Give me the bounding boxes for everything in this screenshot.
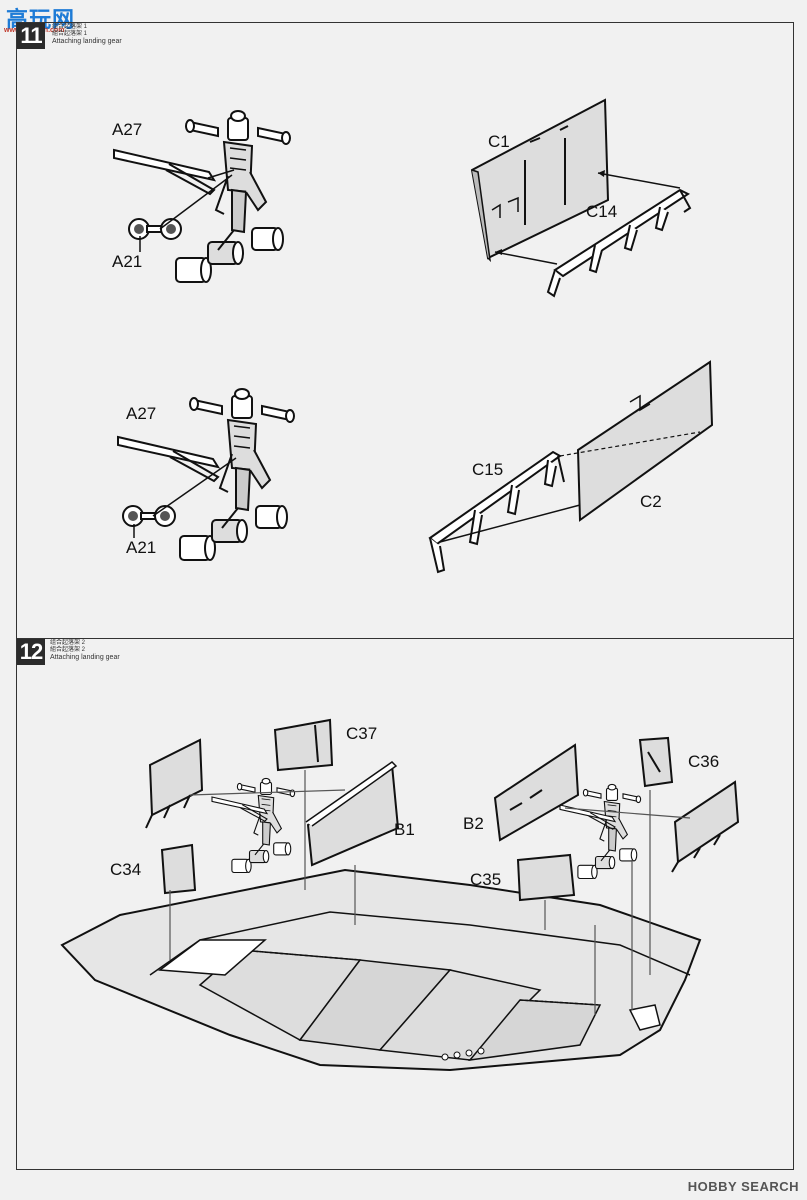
fuselage-belly — [60, 868, 702, 1072]
page-frame — [16, 22, 794, 1170]
label-c2: C2 — [640, 492, 662, 511]
part-c1-c14 — [470, 98, 692, 298]
label-b1: B1 — [394, 820, 415, 839]
label-a21-mid: A21 — [126, 538, 157, 557]
label-a27-top: A27 — [112, 120, 143, 139]
step-divider — [16, 638, 794, 639]
label-a27-mid: A27 — [126, 404, 157, 423]
step-11-number: 11 — [17, 23, 45, 49]
label-c36: C36 — [688, 752, 720, 771]
step-11-caption: 组合起落架 1 組合起落架 1 Attaching landing gear — [52, 24, 122, 45]
step-11-cn1: 组合起落架 1 — [52, 24, 88, 30]
label-c15: C15 — [472, 460, 504, 479]
label-c37: C37 — [346, 724, 378, 743]
hobby-search-watermark: HOBBY SEARCH — [687, 1179, 799, 1194]
gear-assembly-top — [113, 110, 291, 283]
label-b2: B2 — [463, 814, 484, 833]
step-11-en: Attaching landing gear — [52, 38, 122, 45]
step-12-en: Attaching landing gear — [50, 654, 120, 661]
label-c1: C1 — [488, 132, 510, 151]
gear-assembly-right-12 — [493, 736, 740, 1015]
label-c34: C34 — [110, 860, 142, 879]
step-12-caption: 组合起落架 2 組合起落架 2 Attaching landing gear — [50, 640, 120, 661]
label-c35: C35 — [470, 870, 502, 889]
step-12-cn1: 组合起落架 2 — [50, 640, 86, 646]
part-c2-c15 — [428, 360, 714, 574]
label-c14: C14 — [586, 202, 618, 221]
label-a21-top: A21 — [112, 252, 143, 271]
step-12-cn2: 組合起落架 2 — [50, 647, 86, 653]
step-12-number: 12 — [17, 639, 45, 665]
gear-assembly-middle — [117, 388, 295, 561]
gear-assembly-left-12 — [145, 718, 400, 960]
step-11-cn2: 組合起落架 1 — [52, 31, 88, 37]
